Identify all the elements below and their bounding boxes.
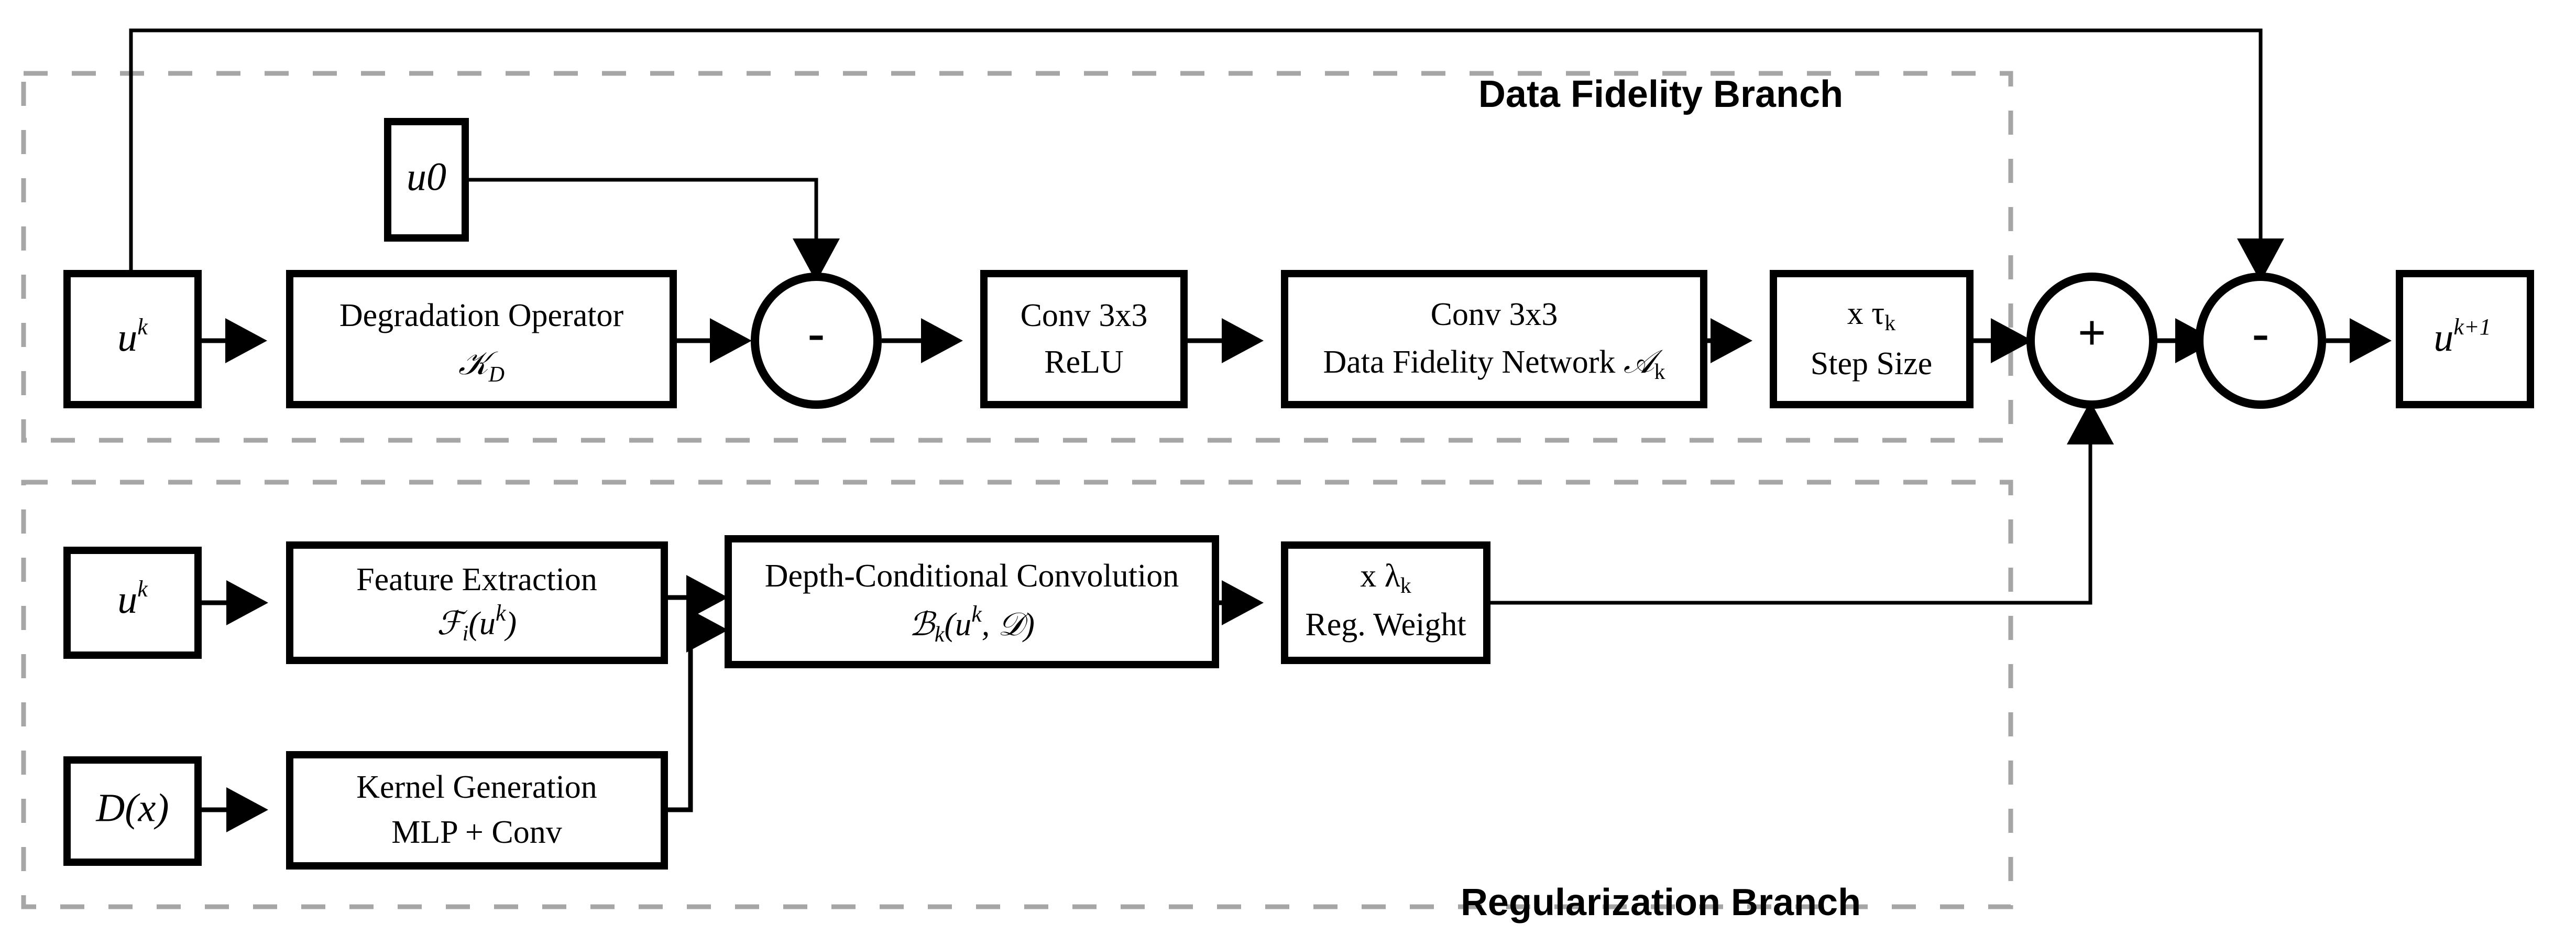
node-dfn-line1: Conv 3x3: [1431, 297, 1558, 332]
node-reg-weight-sub: k: [1400, 574, 1411, 598]
node-minus-2-label: -: [2252, 305, 2269, 361]
regularization-branch-label: Regularization Branch: [1461, 882, 1861, 924]
data-fidelity-branch-label: Data Fidelity Branch: [1478, 73, 1843, 115]
node-feature-extraction[interactable]: Feature Extraction ℱi(uk): [286, 541, 668, 664]
node-dx[interactable]: D(x): [63, 756, 202, 866]
svg-text:x τk: x τk: [1847, 296, 1895, 335]
node-step-size-sub: k: [1884, 311, 1895, 335]
node-kernel-generation[interactable]: Kernel Generation MLP + Conv: [286, 751, 668, 870]
node-conv-relu-line2: ReLU: [1044, 344, 1124, 380]
node-step-size-line2: Step Size: [1811, 346, 1932, 382]
node-feature-end: ): [504, 606, 517, 642]
node-depthconv-sup: k: [971, 601, 982, 627]
svg-text:ℱi(uk): ℱi(uk): [437, 600, 517, 646]
arrowhead-uk1: [2350, 318, 2392, 363]
node-dfn-sub: k: [1654, 360, 1665, 384]
node-uk-bottom[interactable]: uk: [63, 547, 202, 659]
node-reg-weight-line1: x λ: [1360, 558, 1400, 594]
node-reg-weight-line2: Reg. Weight: [1305, 607, 1466, 643]
node-conv-relu[interactable]: Conv 3x3 ReLU: [980, 270, 1188, 408]
arrowhead-kernelgen: [226, 787, 268, 832]
arrowhead-minus1: [710, 318, 752, 363]
node-minus-operator-2[interactable]: -: [2195, 273, 2326, 409]
node-reg-weight[interactable]: x λk Reg. Weight: [1281, 541, 1490, 664]
node-feature-sup: k: [496, 600, 507, 626]
data-fidelity-branch-container: [21, 71, 2013, 443]
node-uk-top[interactable]: uk: [63, 270, 202, 408]
arrowhead-stepsize: [1711, 318, 1752, 363]
wire-skip-uk-to-minus2: [129, 28, 2263, 274]
node-minus-1-label: -: [808, 305, 825, 361]
arrowhead-dfn: [1222, 318, 1264, 363]
node-uk-top-label: u: [117, 316, 137, 360]
node-uk-bottom-label: u: [117, 578, 137, 622]
svg-text:x λk: x λk: [1360, 558, 1411, 598]
node-u0[interactable]: u0: [384, 118, 469, 242]
node-uk1[interactable]: uk+1: [2396, 270, 2534, 408]
node-depthconv-tail: (u: [945, 607, 972, 643]
arrowhead-plus: [1991, 318, 2033, 363]
arrowhead-convrelu: [921, 318, 963, 363]
node-uk1-label: u: [2434, 316, 2453, 360]
node-degradation-sub: D: [488, 363, 505, 387]
node-dfn-line2: Data Fidelity Network: [1323, 344, 1623, 380]
svg-text:uk: uk: [117, 576, 148, 622]
node-dx-label: D(x): [95, 786, 169, 830]
node-u0-label: u0: [407, 155, 446, 199]
wire-u0-to-minus1: [465, 178, 818, 265]
node-depthconv-line1: Depth-Conditional Convolution: [765, 558, 1179, 594]
svg-text:𝒦D: 𝒦D: [458, 346, 505, 386]
arrowhead-depthconv-bottom: [686, 607, 728, 653]
arrowhead-feature: [226, 580, 268, 625]
node-depthconv-end: ): [1022, 607, 1035, 643]
node-feature-sub: i: [463, 622, 469, 646]
arrowhead-regweight: [1222, 580, 1264, 625]
node-feature-line1: Feature Extraction: [356, 562, 597, 598]
node-depthconv-sub: k: [935, 623, 945, 647]
arrowhead-plus-bottom: [2067, 401, 2114, 444]
svg-text:uk: uk: [117, 314, 148, 360]
svg-text:uk+1: uk+1: [2434, 314, 2491, 360]
node-depthconv-bcal: ℬ: [909, 607, 937, 643]
node-feature-tail: (u: [468, 606, 496, 642]
node-plus-operator[interactable]: +: [2026, 273, 2157, 409]
node-step-size[interactable]: x τk Step Size: [1770, 270, 1974, 408]
node-kernelgen-line2: MLP + Conv: [391, 814, 562, 850]
svg-text:Data Fidelity Network 𝒜k: Data Fidelity Network 𝒜k: [1323, 344, 1665, 384]
wire-kernelgen-to-depthconv: [664, 630, 693, 812]
node-kernelgen-line1: Kernel Generation: [356, 769, 597, 805]
arrowhead-skip-into-minus2: [2237, 238, 2284, 282]
node-degradation-line1: Degradation Operator: [339, 298, 624, 333]
node-conv-relu-line1: Conv 3x3: [1021, 298, 1148, 333]
arrowhead-u0-into-minus1: [793, 238, 840, 282]
node-step-size-line1: x τ: [1847, 296, 1884, 331]
node-data-fidelity-network[interactable]: Conv 3x3 Data Fidelity Network 𝒜k: [1281, 270, 1707, 408]
arrowhead-degradation: [225, 318, 267, 363]
svg-text:ℬk(uk, 𝒟): ℬk(uk, 𝒟): [909, 601, 1035, 647]
node-depth-conditional-convolution[interactable]: Depth-Conditional Convolution ℬk(uk, 𝒟): [725, 535, 1219, 668]
node-degradation-operator[interactable]: Degradation Operator 𝒦D: [286, 270, 677, 408]
node-depthconv-mid: ,: [982, 607, 998, 643]
arrowhead-depthconv-top: [686, 575, 728, 620]
node-uk1-sup: k+1: [2453, 314, 2491, 340]
node-plus-label: +: [2078, 305, 2107, 361]
node-uk-top-sup: k: [137, 314, 148, 340]
node-uk-bottom-sup: k: [137, 576, 148, 602]
wire-regweight-to-plus: [1487, 419, 2092, 605]
node-minus-operator-1[interactable]: -: [751, 273, 882, 409]
